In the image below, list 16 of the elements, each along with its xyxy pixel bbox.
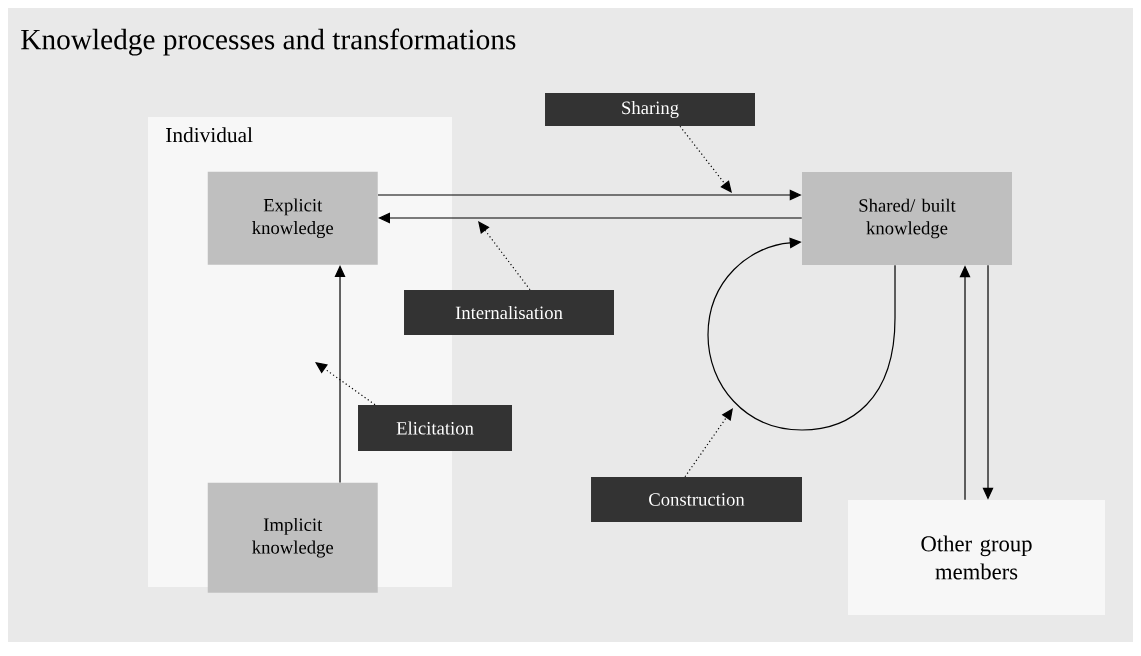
title: Knowledge processes and transformations bbox=[21, 28, 516, 56]
leader-line bbox=[478, 221, 531, 291]
leader-line bbox=[684, 408, 733, 478]
arrow bbox=[378, 212, 803, 224]
arrow bbox=[707, 237, 896, 431]
process-label-box: Internalisation bbox=[404, 290, 614, 335]
group-box: Other group members bbox=[848, 500, 1105, 615]
leader-line bbox=[315, 362, 376, 406]
process-label-box: Elicitation bbox=[358, 405, 512, 451]
process-box: Shared/ built knowledge bbox=[802, 172, 1012, 265]
arrow bbox=[334, 265, 346, 484]
process-box: Implicit knowledge bbox=[207, 482, 378, 593]
process-label-box: Sharing bbox=[545, 93, 755, 126]
process-label-box: Construction bbox=[591, 477, 802, 522]
process-box: Explicit knowledge bbox=[207, 171, 378, 265]
leader-line bbox=[679, 125, 732, 193]
